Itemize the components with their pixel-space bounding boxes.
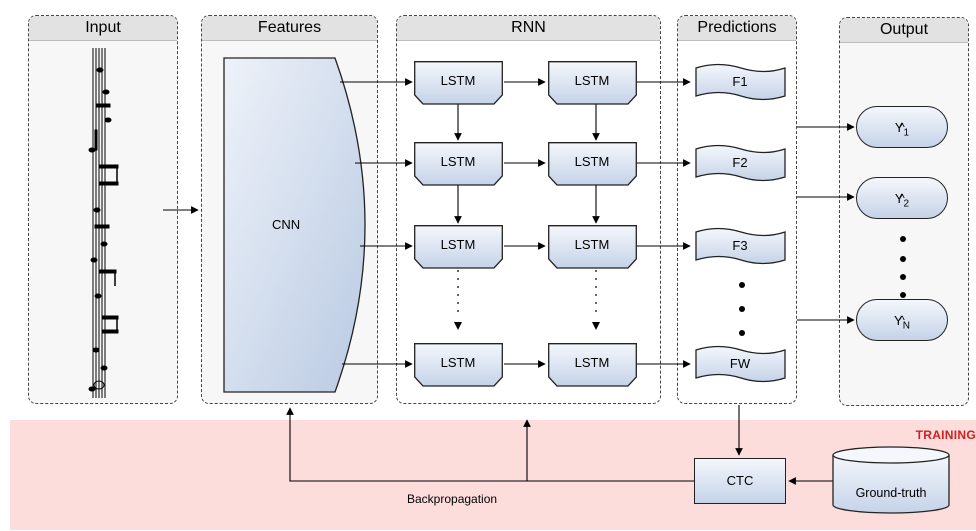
input-panel-title: Input	[29, 16, 177, 41]
prediction-item: F3	[695, 227, 786, 265]
prediction-ellipsis-dot	[739, 330, 745, 336]
lstm-cell: LSTM	[414, 61, 503, 105]
rnn-panel-title: RNN	[397, 16, 660, 41]
prediction-item: FW	[695, 345, 786, 383]
lstm-label: LSTM	[574, 237, 610, 252]
prediction-label: F1	[732, 74, 748, 89]
lstm-label: LSTM	[440, 237, 476, 252]
prediction-ellipsis-dot	[739, 282, 745, 288]
ctc-block: CTC	[694, 458, 786, 504]
lstm-label: LSTM	[574, 355, 610, 370]
lstm-label: LSTM	[440, 73, 476, 88]
output-base: Y	[894, 313, 903, 328]
lstm-label: LSTM	[440, 154, 476, 169]
prediction-item: F2	[695, 144, 786, 182]
lstm-cell: LSTM	[548, 142, 637, 186]
hat-icon: ^	[899, 191, 905, 205]
prediction-ellipsis-dot	[739, 306, 745, 312]
output-ellipsis-dot	[900, 274, 906, 280]
output-ellipsis-dot	[900, 236, 906, 242]
training-label: TRAINING	[915, 428, 976, 442]
hat-icon: ^	[899, 120, 905, 134]
features-panel-title: Features	[202, 16, 377, 41]
output-base: Y	[894, 191, 904, 206]
prediction-label: F2	[732, 155, 748, 170]
training-region	[10, 420, 976, 530]
output-symbol: ^Y1	[894, 120, 909, 139]
cnn-label: CNN	[272, 217, 301, 232]
prediction-item: F1	[695, 63, 786, 101]
lstm-label: LSTM	[574, 73, 610, 88]
lstm-cell: LSTM	[548, 225, 637, 269]
lstm-cell: LSTM	[548, 61, 637, 105]
output-symbol: ^YN	[894, 313, 910, 332]
prediction-label: F3	[732, 238, 748, 253]
lstm-cell: LSTM	[548, 343, 637, 387]
hat-icon: ^	[899, 313, 905, 327]
output-subscript: N	[902, 320, 910, 332]
lstm-cell: LSTM	[414, 142, 503, 186]
lstm-label: LSTM	[440, 355, 476, 370]
lstm-label: LSTM	[574, 154, 610, 169]
prediction-label: FW	[729, 356, 751, 371]
output-node: ^Y1	[856, 106, 948, 148]
lstm-cell: LSTM	[414, 343, 503, 387]
output-base: Y	[894, 120, 904, 135]
predictions-panel-title: Predictions	[678, 16, 796, 41]
output-panel-title: Output	[840, 18, 968, 43]
input-panel: Input	[28, 15, 178, 404]
output-node: ^Y2	[856, 177, 948, 219]
output-ellipsis-dot	[900, 292, 906, 298]
output-symbol: ^Y2	[894, 191, 909, 210]
output-ellipsis-dot	[900, 256, 906, 262]
backpropagation-label: Backpropagation	[407, 492, 498, 506]
lstm-cell: LSTM	[414, 225, 503, 269]
output-node: ^YN	[856, 299, 948, 341]
output-subscript: 1	[903, 127, 910, 139]
ground-truth-label: Ground-truth	[855, 486, 927, 500]
output-subscript: 2	[903, 198, 910, 210]
